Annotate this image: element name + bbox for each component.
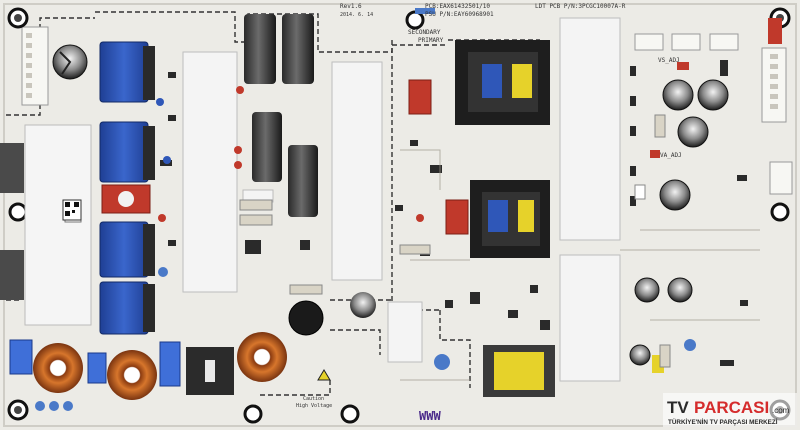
va-adj-label: VA_ADJ xyxy=(660,152,682,159)
watermark-brand-tv: TV xyxy=(667,398,689,417)
transformer-1 xyxy=(455,40,550,125)
x-caps xyxy=(9,339,181,387)
cn-top-left xyxy=(21,26,49,106)
left-connector-2 xyxy=(0,250,24,300)
cn-right-2 xyxy=(769,161,793,195)
heatsink-6 xyxy=(387,301,423,363)
brand-watermark: TV PARCASI .com TÜRKİYE'NİN TV PARÇASI M… xyxy=(663,393,797,427)
revision-text: Rev1.6 xyxy=(340,3,362,10)
left-connector xyxy=(0,143,24,193)
high-voltage-label: High Voltage xyxy=(296,403,332,409)
bulk-capacitors xyxy=(244,14,318,217)
barcode-text: WWW xyxy=(419,409,441,423)
secondary-label: SECONDARY xyxy=(408,29,441,36)
psu-label: PSU P/N:EAY60968901 xyxy=(425,11,494,18)
heatsink-3 xyxy=(331,61,383,281)
cn-right-1 xyxy=(761,47,787,123)
watermark-tagline: TÜRKİYE'NİN TV PARÇASI MERKEZİ xyxy=(668,417,778,426)
watermark-brand-parcasi: PARCASI xyxy=(694,398,769,417)
ldt-label: LDT PCB P/N:3PCGC10007A-R xyxy=(535,3,626,10)
heatsink-5 xyxy=(559,254,621,382)
vs-adj-label: VS_ADJ xyxy=(658,57,680,64)
heatsink-left xyxy=(24,124,92,326)
date-text: 2014. 6. 14 xyxy=(340,12,373,18)
watermark-brand-suffix: .com xyxy=(772,406,790,415)
pcb-label: PCB:EAX61432501/10 xyxy=(425,3,490,10)
qr-code xyxy=(62,199,82,221)
film-capacitors xyxy=(99,41,149,335)
transformer-3 xyxy=(483,345,555,397)
toroids xyxy=(33,332,287,400)
heatsink-2 xyxy=(182,51,238,293)
ntc-thermistor xyxy=(288,300,324,336)
transformer-2 xyxy=(470,180,550,258)
output-capacitors xyxy=(629,79,729,366)
red-fuse-holder xyxy=(768,18,782,44)
red-relay-2 xyxy=(408,79,432,115)
primary-label: PRIMARY xyxy=(418,37,444,44)
heatsink-4 xyxy=(559,17,621,241)
red-relay-3 xyxy=(445,199,469,235)
caution-label: Caution xyxy=(303,396,324,402)
